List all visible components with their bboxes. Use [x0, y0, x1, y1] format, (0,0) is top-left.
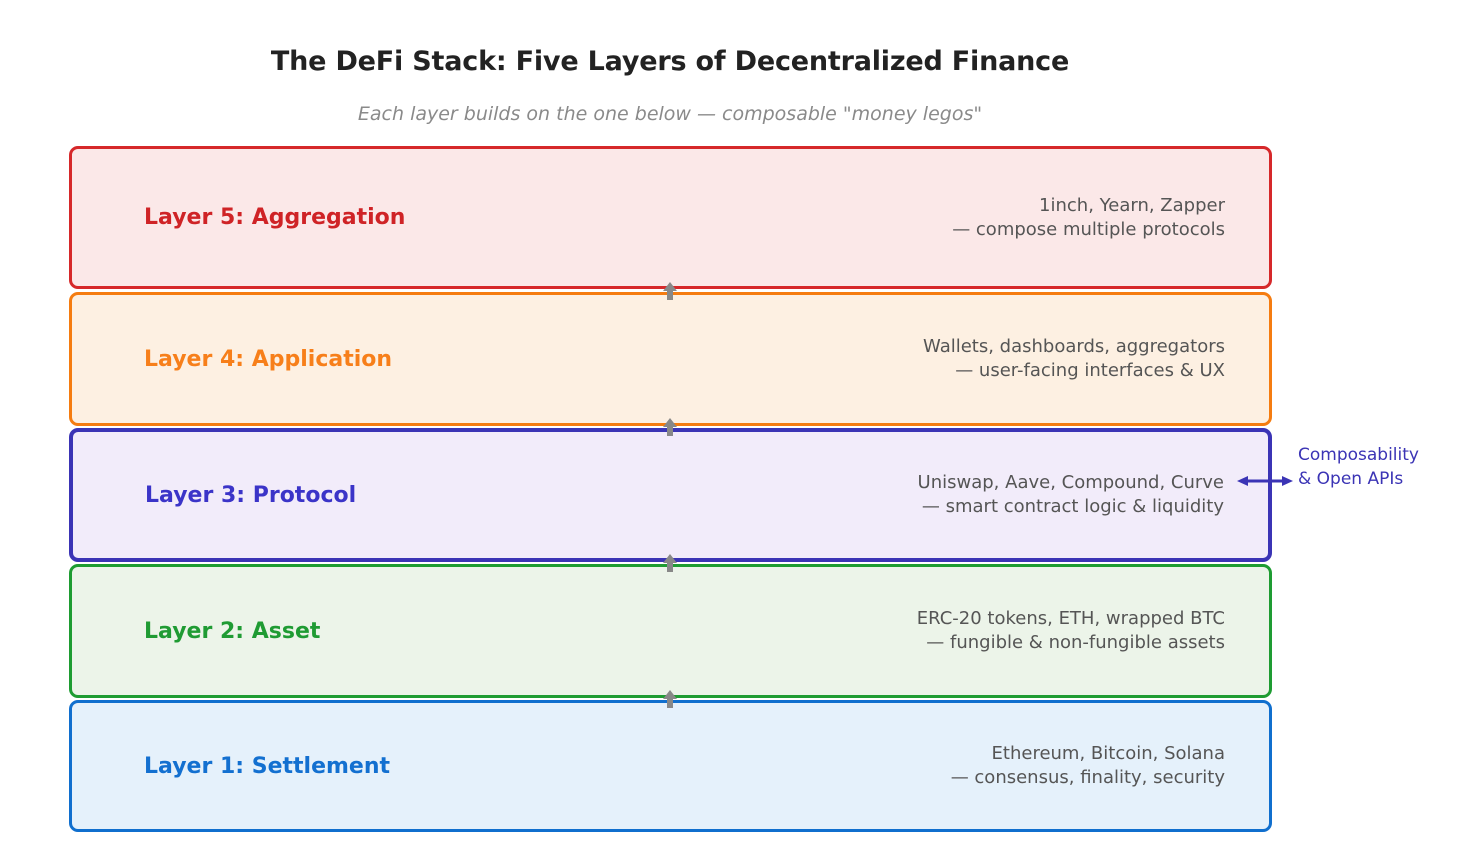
annotation-line-1: Composability: [1298, 445, 1419, 465]
composability-annotation: Composability & Open APIs: [1298, 443, 1419, 491]
layer-desc-examples-5: 1inch, Yearn, Zapper: [1039, 194, 1225, 216]
layer-desc-examples-2: ERC-20 tokens, ETH, wrapped BTC: [916, 608, 1225, 630]
layer-box-5[interactable]: Layer 5: Aggregation 1inch, Yearn, Zapper…: [69, 146, 1272, 289]
layer-description-2: ERC-20 tokens, ETH, wrapped BTC— fungibl…: [917, 607, 1269, 655]
layer-box-1[interactable]: Layer 1: Settlement Ethereum, Bitcoin, So…: [69, 700, 1272, 832]
double-headed-arrow-icon: [1237, 468, 1293, 494]
layer-box-2[interactable]: Layer 2: Asset ERC-20 tokens, ETH, wrappe…: [69, 564, 1272, 698]
layer-content-2: Layer 2: Asset ERC-20 tokens, ETH, wrappe…: [72, 567, 1269, 695]
layer-box-3[interactable]: Layer 3: Protocol Uniswap, Aave, Compound…: [69, 428, 1272, 562]
up-chevron-arrow-icon: [662, 418, 678, 436]
defi-layer-stack: Layer 5: Aggregation 1inch, Yearn, Zapper…: [69, 146, 1272, 832]
layer-desc-examples-1: Ethereum, Bitcoin, Solana: [991, 743, 1225, 765]
layer-desc-examples-4: Wallets, dashboards, aggregators: [923, 336, 1225, 358]
page-title: The DeFi Stack: Five Layers of Decentral…: [270, 46, 1070, 77]
layer-description-4: Wallets, dashboards, aggregators— user-f…: [923, 335, 1269, 383]
layer-content-3: Layer 3: Protocol Uniswap, Aave, Compound…: [73, 432, 1268, 558]
layer-desc-examples-3: Uniswap, Aave, Compound, Curve: [917, 472, 1224, 494]
page-subtitle: Each layer builds on the one below — com…: [357, 103, 983, 125]
layer-desc-role-2: — fungible & non-fungible assets: [926, 632, 1225, 653]
layer-desc-role-4: — user-facing interfaces & UX: [955, 360, 1225, 381]
layer-label-5: Layer 5: Aggregation: [144, 205, 406, 230]
layer-desc-role-1: — consensus, finality, security: [950, 767, 1225, 788]
annotation-line-2: & Open APIs: [1298, 469, 1404, 490]
layer-description-1: Ethereum, Bitcoin, Solana— consensus, fi…: [951, 742, 1269, 790]
layer-content-1: Layer 1: Settlement Ethereum, Bitcoin, So…: [72, 703, 1269, 829]
up-chevron-arrow-icon: [662, 554, 678, 572]
layer-content-4: Layer 4: Application Wallets, dashboards,…: [72, 295, 1269, 423]
layer-description-3: Uniswap, Aave, Compound, Curve— smart co…: [918, 471, 1268, 519]
layer-label-2: Layer 2: Asset: [144, 618, 321, 644]
layer-desc-role-5: — compose multiple protocols: [952, 218, 1225, 240]
up-chevron-arrow-icon: [662, 690, 678, 708]
layer-label-1: Layer 1: Settlement: [144, 753, 391, 779]
layer-description-5: 1inch, Yearn, Zapper— compose multiple p…: [952, 194, 1269, 242]
layer-content-5: Layer 5: Aggregation 1inch, Yearn, Zapper…: [72, 149, 1269, 286]
layer-label-3: Layer 3: Protocol: [145, 482, 357, 508]
up-chevron-arrow-icon: [662, 281, 678, 300]
layer-label-4: Layer 4: Application: [144, 346, 393, 372]
layer-box-4[interactable]: Layer 4: Application Wallets, dashboards,…: [69, 292, 1272, 426]
layer-desc-role-3: — smart contract logic & liquidity: [921, 496, 1224, 517]
